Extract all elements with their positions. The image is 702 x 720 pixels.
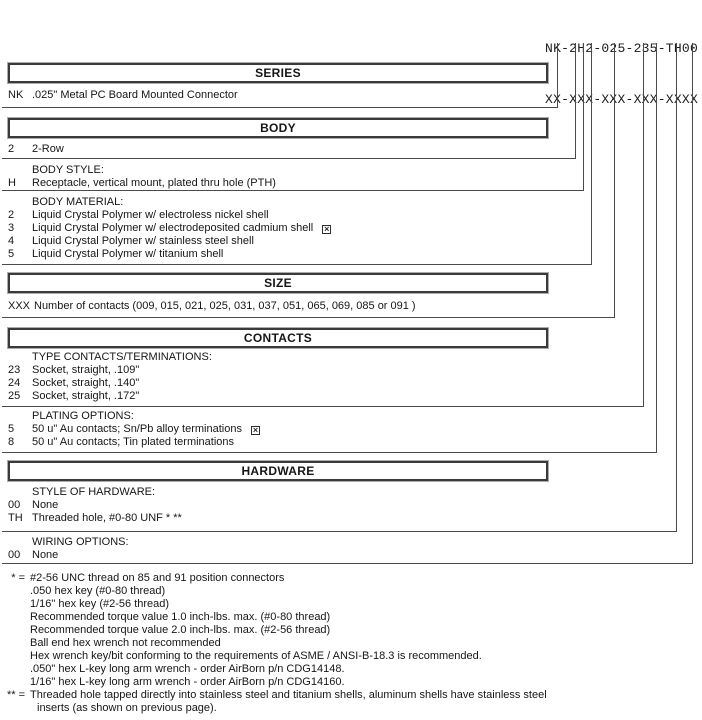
option-code: 00 [8,499,21,511]
section-header-contacts: CONTACTS [8,328,548,348]
option-code: 25 [8,390,21,402]
option-row-size-xxx: XXX Number of contacts (009, 015, 021, 0… [0,300,702,313]
option-code: TH [8,512,23,524]
subsection-label-body-style: BODY STYLE: [32,164,104,176]
pointer-line-body-rows [2,43,576,159]
footnote-line: Recommended torque value 1.0 inch-lbs. m… [30,611,331,623]
option-row-plating-8: 8 50 u" Au contacts; Tin plated terminat… [0,436,702,449]
option-code: H [8,177,16,189]
section-header-body: BODY [8,118,548,138]
footnote-line: * = #2-56 UNC thread on 85 and 91 positi… [11,572,285,584]
option-row-body-2row: 2 2-Row [0,143,702,156]
option-code: XXX [8,300,31,312]
option-code: 5 [8,423,15,435]
option-row-material-5: 5 Liquid Crystal Polymer w/ titanium she… [0,248,702,261]
footnote-line: Recommended torque value 2.0 inch-lbs. m… [30,624,331,636]
option-row-material-4: 4 Liquid Crystal Polymer w/ stainless st… [0,235,702,248]
option-row-hardware-th: TH Threaded hole, #0-80 UNF * ** [0,512,702,525]
section-title-size: SIZE [264,276,292,290]
option-desc: Liquid Crystal Polymer w/ electroless ni… [32,209,269,221]
option-row-wiring-00: 00 None [0,549,702,562]
option-desc: None [32,549,59,561]
option-desc: Receptacle, vertical mount, plated thru … [32,177,276,189]
option-desc: Socket, straight, .172" [32,390,140,402]
option-row-material-3: 3 Liquid Crystal Polymer w/ electrodepos… [0,222,702,235]
section-header-series: SERIES [8,63,548,83]
pointer-line-series [2,43,558,108]
option-row-hardware-00: 00 None [0,499,702,512]
option-desc: Liquid Crystal Polymer w/ stainless stee… [32,235,254,247]
option-row-body-style-h: H Receptacle, vertical mount, plated thr… [0,177,702,190]
subsection-label-contact-type: TYPE CONTACTS/TERMINATIONS: [32,351,212,363]
pointer-line-wiring [2,43,693,564]
pointer-line-contacts-plating [2,43,657,453]
section-header-size: SIZE [8,273,548,293]
crossed-box-icon: × [322,224,332,234]
option-code: 24 [8,377,21,389]
option-desc: Socket, straight, .140" [32,377,140,389]
option-code: 3 [8,222,15,234]
footnote-line: inserts (as shown on previous page). [37,702,217,714]
crossed-box-icon: × [250,425,260,435]
pointer-line-hardware-style [2,43,677,532]
section-title-hardware: HARDWARE [241,464,315,478]
subsection-label-body-material: BODY MATERIAL: [32,196,124,208]
option-row-plating-5: 5 50 u" Au contacts; Sn/Pb alloy termina… [0,423,702,436]
option-row-material-2: 2 Liquid Crystal Polymer w/ electroless … [0,209,702,222]
footnote-line: 1/16" hex L-key long arm wrench - order … [30,676,345,688]
pointer-line-contacts-type [2,43,644,407]
footnote-line: 1/16" hex key (#2-56 thread) [30,598,170,610]
option-code: 00 [8,549,21,561]
option-row-contact-23: 23 Socket, straight, .109" [0,364,702,377]
option-code: 5 [8,248,15,260]
subsection-label-plating: PLATING OPTIONS: [32,410,134,422]
option-desc: Liquid Crystal Polymer w/ electrodeposit… [32,222,314,234]
footnote-line: ** = Threaded hole tapped directly into … [6,689,547,701]
option-code: NK [8,89,24,101]
footnote-line: Hex wrench key/bit conforming to the req… [30,650,482,662]
option-desc: .025" Metal PC Board Mounted Connector [32,89,238,101]
option-code: 2 [8,143,15,155]
subsection-label-wiring: WIRING OPTIONS: [32,536,129,548]
footnote-line: .050 hex key (#0-80 thread) [30,585,166,597]
section-title-contacts: CONTACTS [243,331,313,345]
pointer-line-body-style [2,43,584,191]
option-code: 4 [8,235,15,247]
option-desc: Socket, straight, .109" [32,364,140,376]
section-header-hardware: HARDWARE [8,461,548,481]
option-desc: None [32,499,59,511]
option-desc: 2-Row [32,143,64,155]
option-code: 2 [8,209,15,221]
option-desc: Number of contacts (009, 015, 021, 025, … [34,300,416,312]
option-code: 8 [8,436,15,448]
option-row-contact-25: 25 Socket, straight, .172" [0,390,702,403]
option-desc: Liquid Crystal Polymer w/ titanium shell [32,248,224,260]
option-row-contact-24: 24 Socket, straight, .140" [0,377,702,390]
option-desc: 50 u" Au contacts; Sn/Pb alloy terminati… [32,423,242,435]
footnote-line: .050" hex L-key long arm wrench - order … [30,663,345,675]
option-row-series-nk: NK .025" Metal PC Board Mounted Connecto… [0,89,702,102]
pointer-line-size [2,43,615,318]
option-desc: Threaded hole, #0-80 UNF * ** [32,512,182,524]
option-code: 23 [8,364,21,376]
section-title-body: BODY [260,121,296,135]
section-title-series: SERIES [255,66,301,80]
subsection-label-hardware-style: STYLE OF HARDWARE: [32,486,156,498]
option-desc: 50 u" Au contacts; Tin plated terminatio… [32,436,235,448]
footnote-line: Ball end hex wrench not recommended [30,637,221,649]
pointer-line-body-material [2,43,592,265]
